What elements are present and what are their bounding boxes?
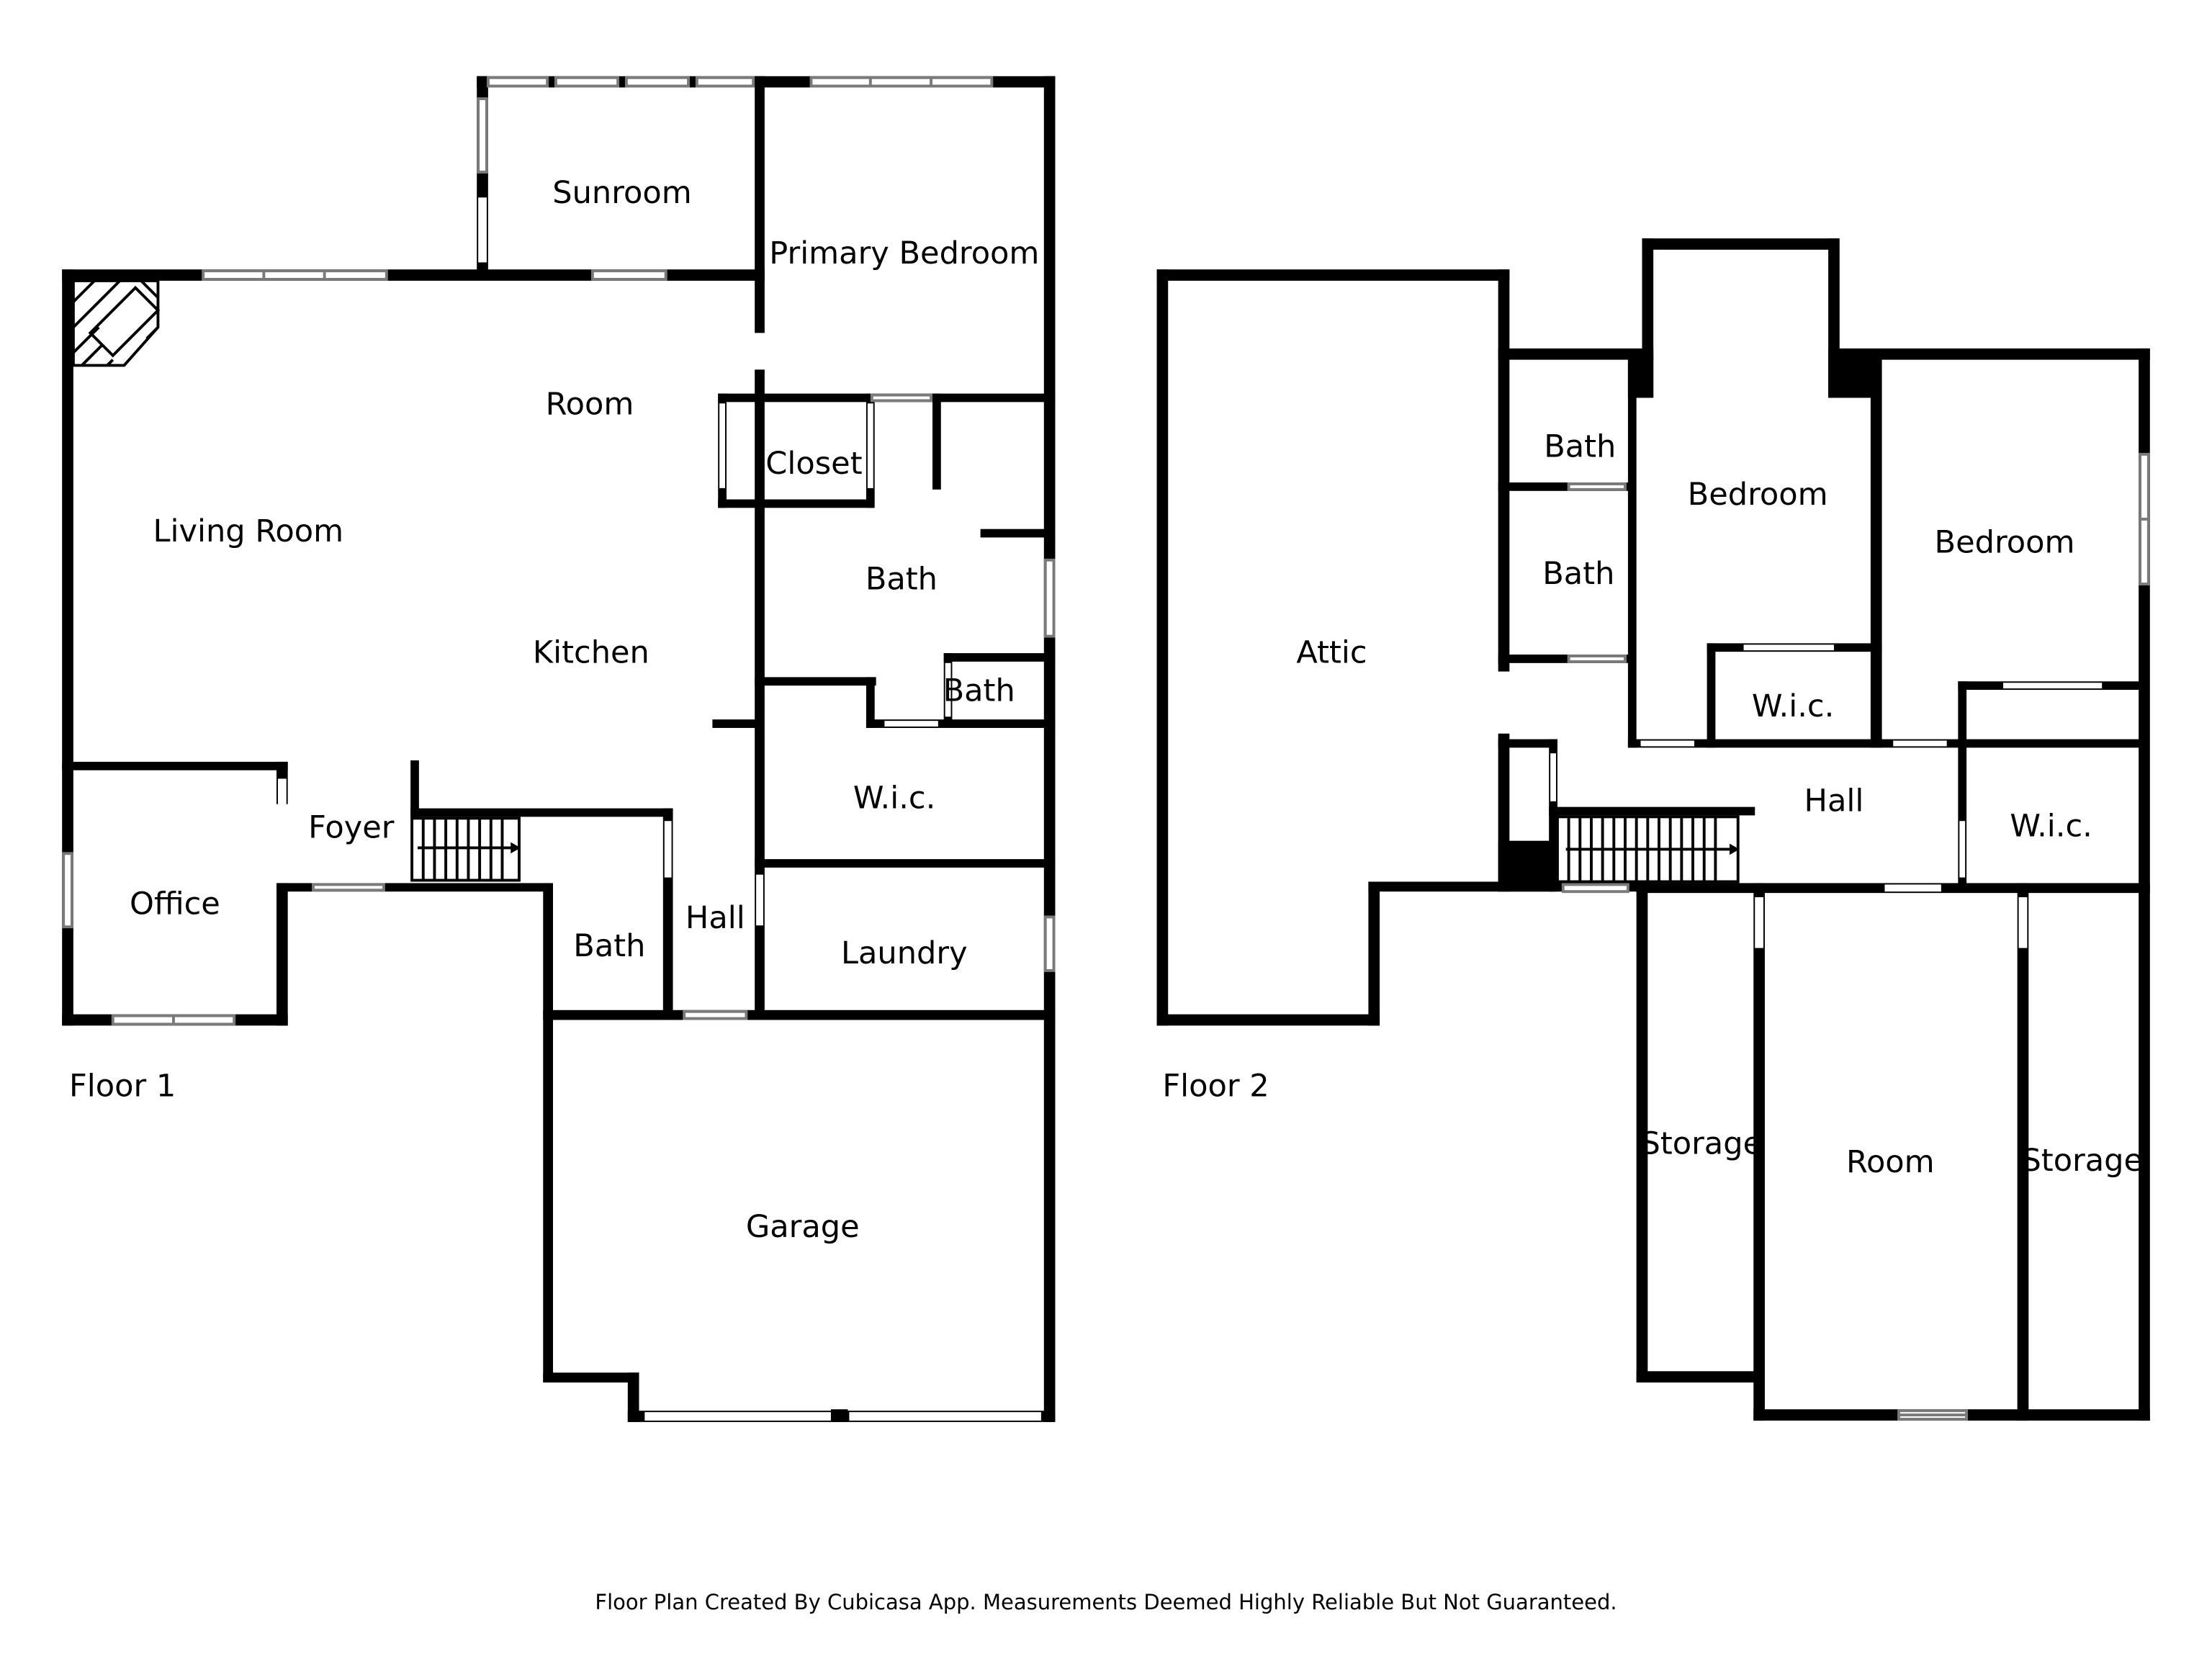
room-label-primary-bedroom: Primary Bedroom <box>769 235 1039 271</box>
floor-2-walls <box>1156 238 2150 1421</box>
floor-2-label: Floor 2 <box>1162 1068 1269 1104</box>
room-label-wic-2: W.i.c. <box>2010 809 2092 845</box>
room-label-wic-1: W.i.c. <box>1752 688 1834 724</box>
room-label-bath-small: Bath <box>943 673 1015 709</box>
room-label-room: Room <box>546 387 634 423</box>
room-label-laundry: Laundry <box>841 935 968 971</box>
room-label-bath: Bath <box>866 562 938 598</box>
room-label-living-room: Living Room <box>153 513 344 549</box>
floor-2-plan: Attic Bath Bath Bedroom Bedroom W.i.c. H… <box>1156 238 2150 1421</box>
floor-1-label: Floor 1 <box>69 1068 176 1104</box>
room-label-bath-half: Bath <box>573 928 645 964</box>
room-label-garage: Garage <box>746 1209 860 1245</box>
room-label-office: Office <box>130 886 220 922</box>
floor-1-windows <box>62 76 1056 1422</box>
floor-1-stairs <box>410 817 521 882</box>
room-label-hall-upper: Hall <box>1804 783 1864 819</box>
room-label-kitchen: Kitchen <box>533 635 649 671</box>
floor-2-stairs <box>1555 815 1740 884</box>
room-label-hall: Hall <box>685 900 745 936</box>
room-label-bedroom-2: Bedroom <box>1935 525 2075 561</box>
fireplace <box>71 279 161 367</box>
room-label-bedroom-1: Bedroom <box>1688 477 1828 513</box>
room-label-room-upper: Room <box>1846 1144 1935 1180</box>
room-label-bath-upper-1: Bath <box>1544 429 1616 465</box>
room-label-storage-right: Storage <box>2021 1143 2143 1179</box>
floor-2-windows <box>1499 452 2150 1421</box>
room-label-foyer: Foyer <box>308 810 395 846</box>
room-label-sunroom: Sunroom <box>552 175 691 211</box>
disclaimer-text: Floor Plan Created By Cubicasa App. Meas… <box>595 1590 1617 1614</box>
room-label-attic: Attic <box>1296 635 1367 671</box>
floor-1-plan: Sunroom Primary Bedroom Room Living Room… <box>62 76 1056 1422</box>
room-label-closet: Closet <box>765 446 862 482</box>
room-label-bath-upper-2: Bath <box>1542 556 1614 592</box>
room-label-storage-left: Storage <box>1640 1125 1762 1161</box>
room-label-wic: W.i.c. <box>853 780 935 816</box>
